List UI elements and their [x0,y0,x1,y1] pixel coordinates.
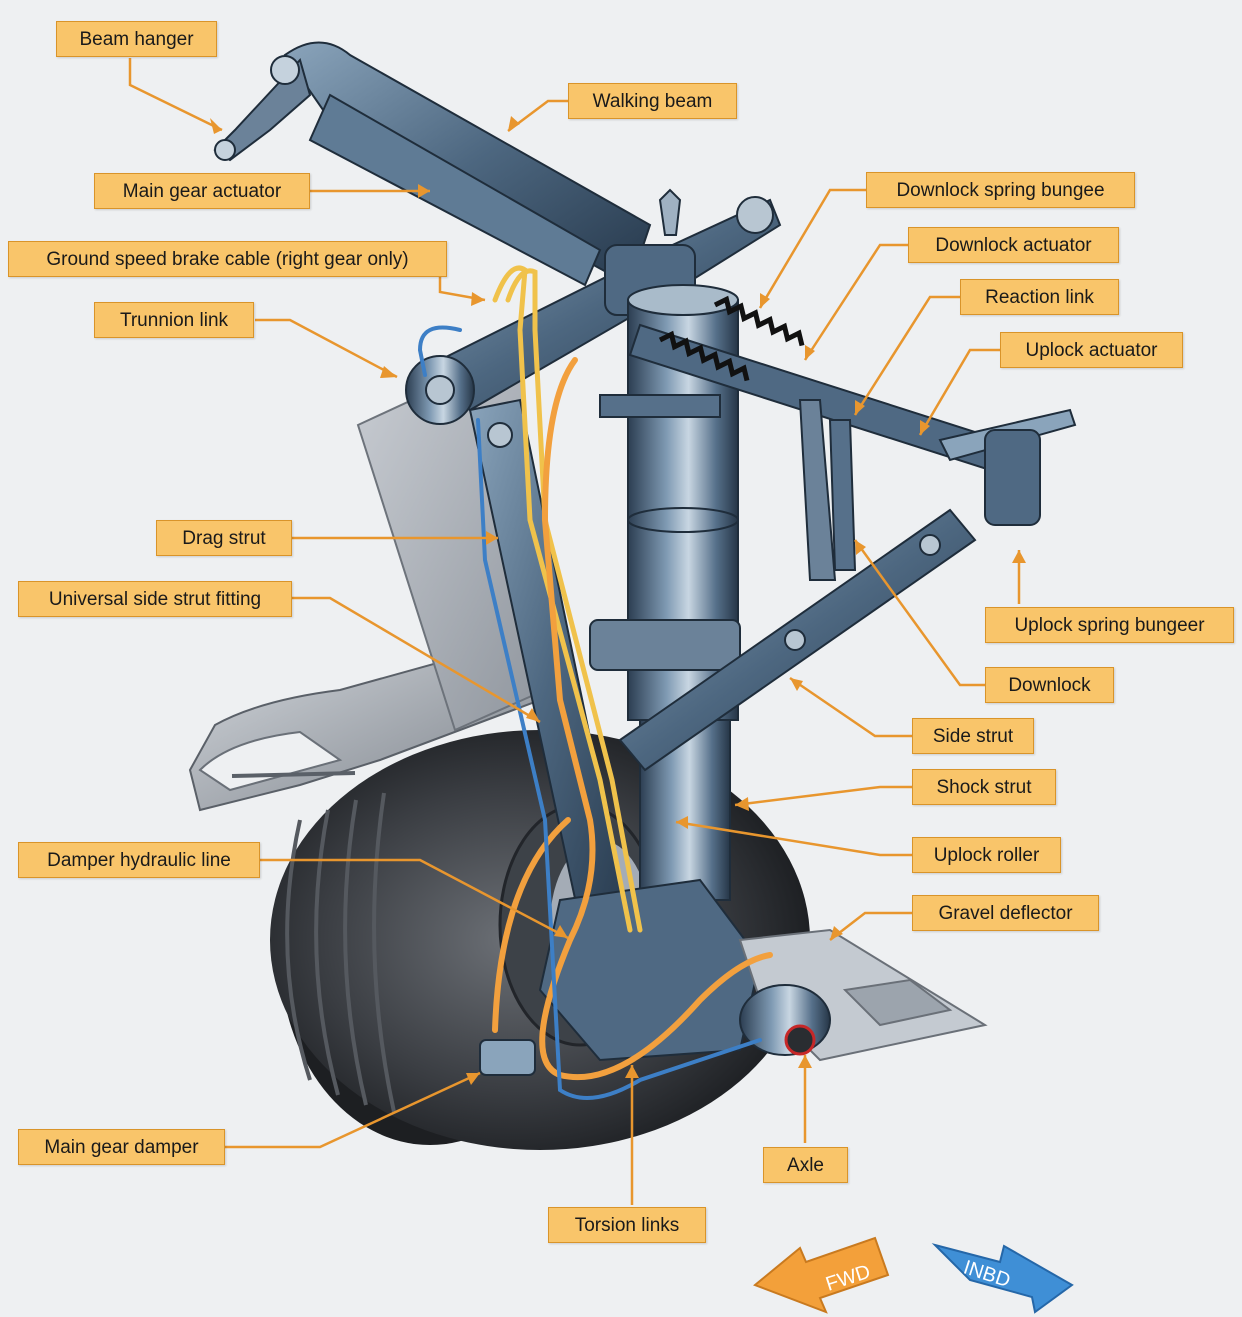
label-downlock: Downlock [985,667,1114,703]
label-downlock-spring-bungee: Downlock spring bungee [866,172,1135,208]
label-main-gear-damper: Main gear damper [18,1129,225,1165]
lock-linkage [628,295,1077,581]
label-side-strut: Side strut [912,718,1034,754]
leader-lines [128,58,1021,1205]
label-walking-beam: Walking beam [568,83,737,119]
label-uplock-spring-bungeer: Uplock spring bungeer [985,607,1234,643]
label-uplock-roller: Uplock roller [912,837,1061,873]
label-main-gear-actuator: Main gear actuator [94,173,310,209]
label-downlock-actuator: Downlock actuator [908,227,1119,263]
leader-arrowheads [210,116,1026,1085]
label-ground-speed-brake-cable: Ground speed brake cable (right gear onl… [8,241,447,277]
label-uplock-actuator: Uplock actuator [1000,332,1183,368]
inbd-arrow: INBD [931,1243,1074,1314]
label-trunnion-link: Trunnion link [94,302,254,338]
fwd-arrow: FWD [753,1236,890,1314]
label-universal-side-strut-fitting: Universal side strut fitting [18,581,292,617]
label-shock-strut: Shock strut [912,769,1056,805]
label-axle: Axle [763,1147,848,1183]
hydraulic-lines [417,265,773,1100]
lower-assembly [479,878,988,1076]
label-gravel-deflector: Gravel deflector [912,895,1099,931]
side-strut-body [618,508,977,772]
label-reaction-link: Reaction link [960,279,1119,315]
label-torsion-links: Torsion links [548,1207,706,1243]
label-drag-strut: Drag strut [156,520,292,556]
walking-beam-assembly [213,41,652,287]
label-damper-hydraulic-line: Damper hydraulic line [18,842,260,878]
label-beam-hanger: Beam hanger [56,21,217,57]
